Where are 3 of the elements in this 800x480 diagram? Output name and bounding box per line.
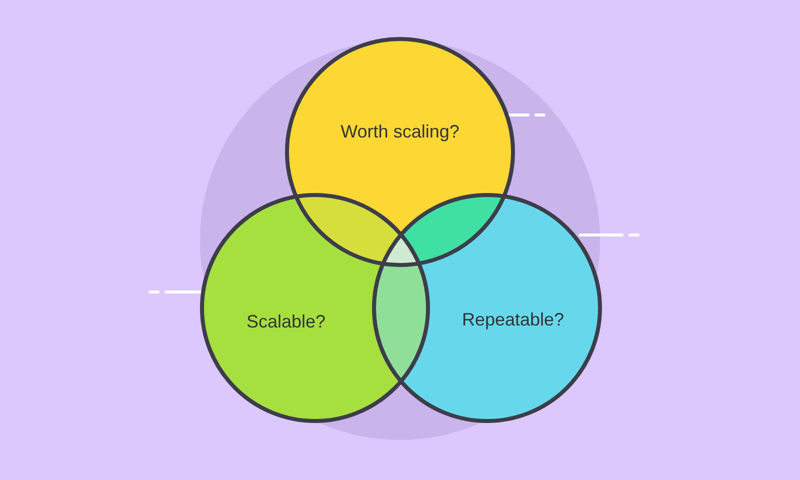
circle-label: Repeatable? [462,310,564,330]
circle-label: Scalable? [246,312,326,332]
circle-label: Worth scaling? [340,122,460,142]
